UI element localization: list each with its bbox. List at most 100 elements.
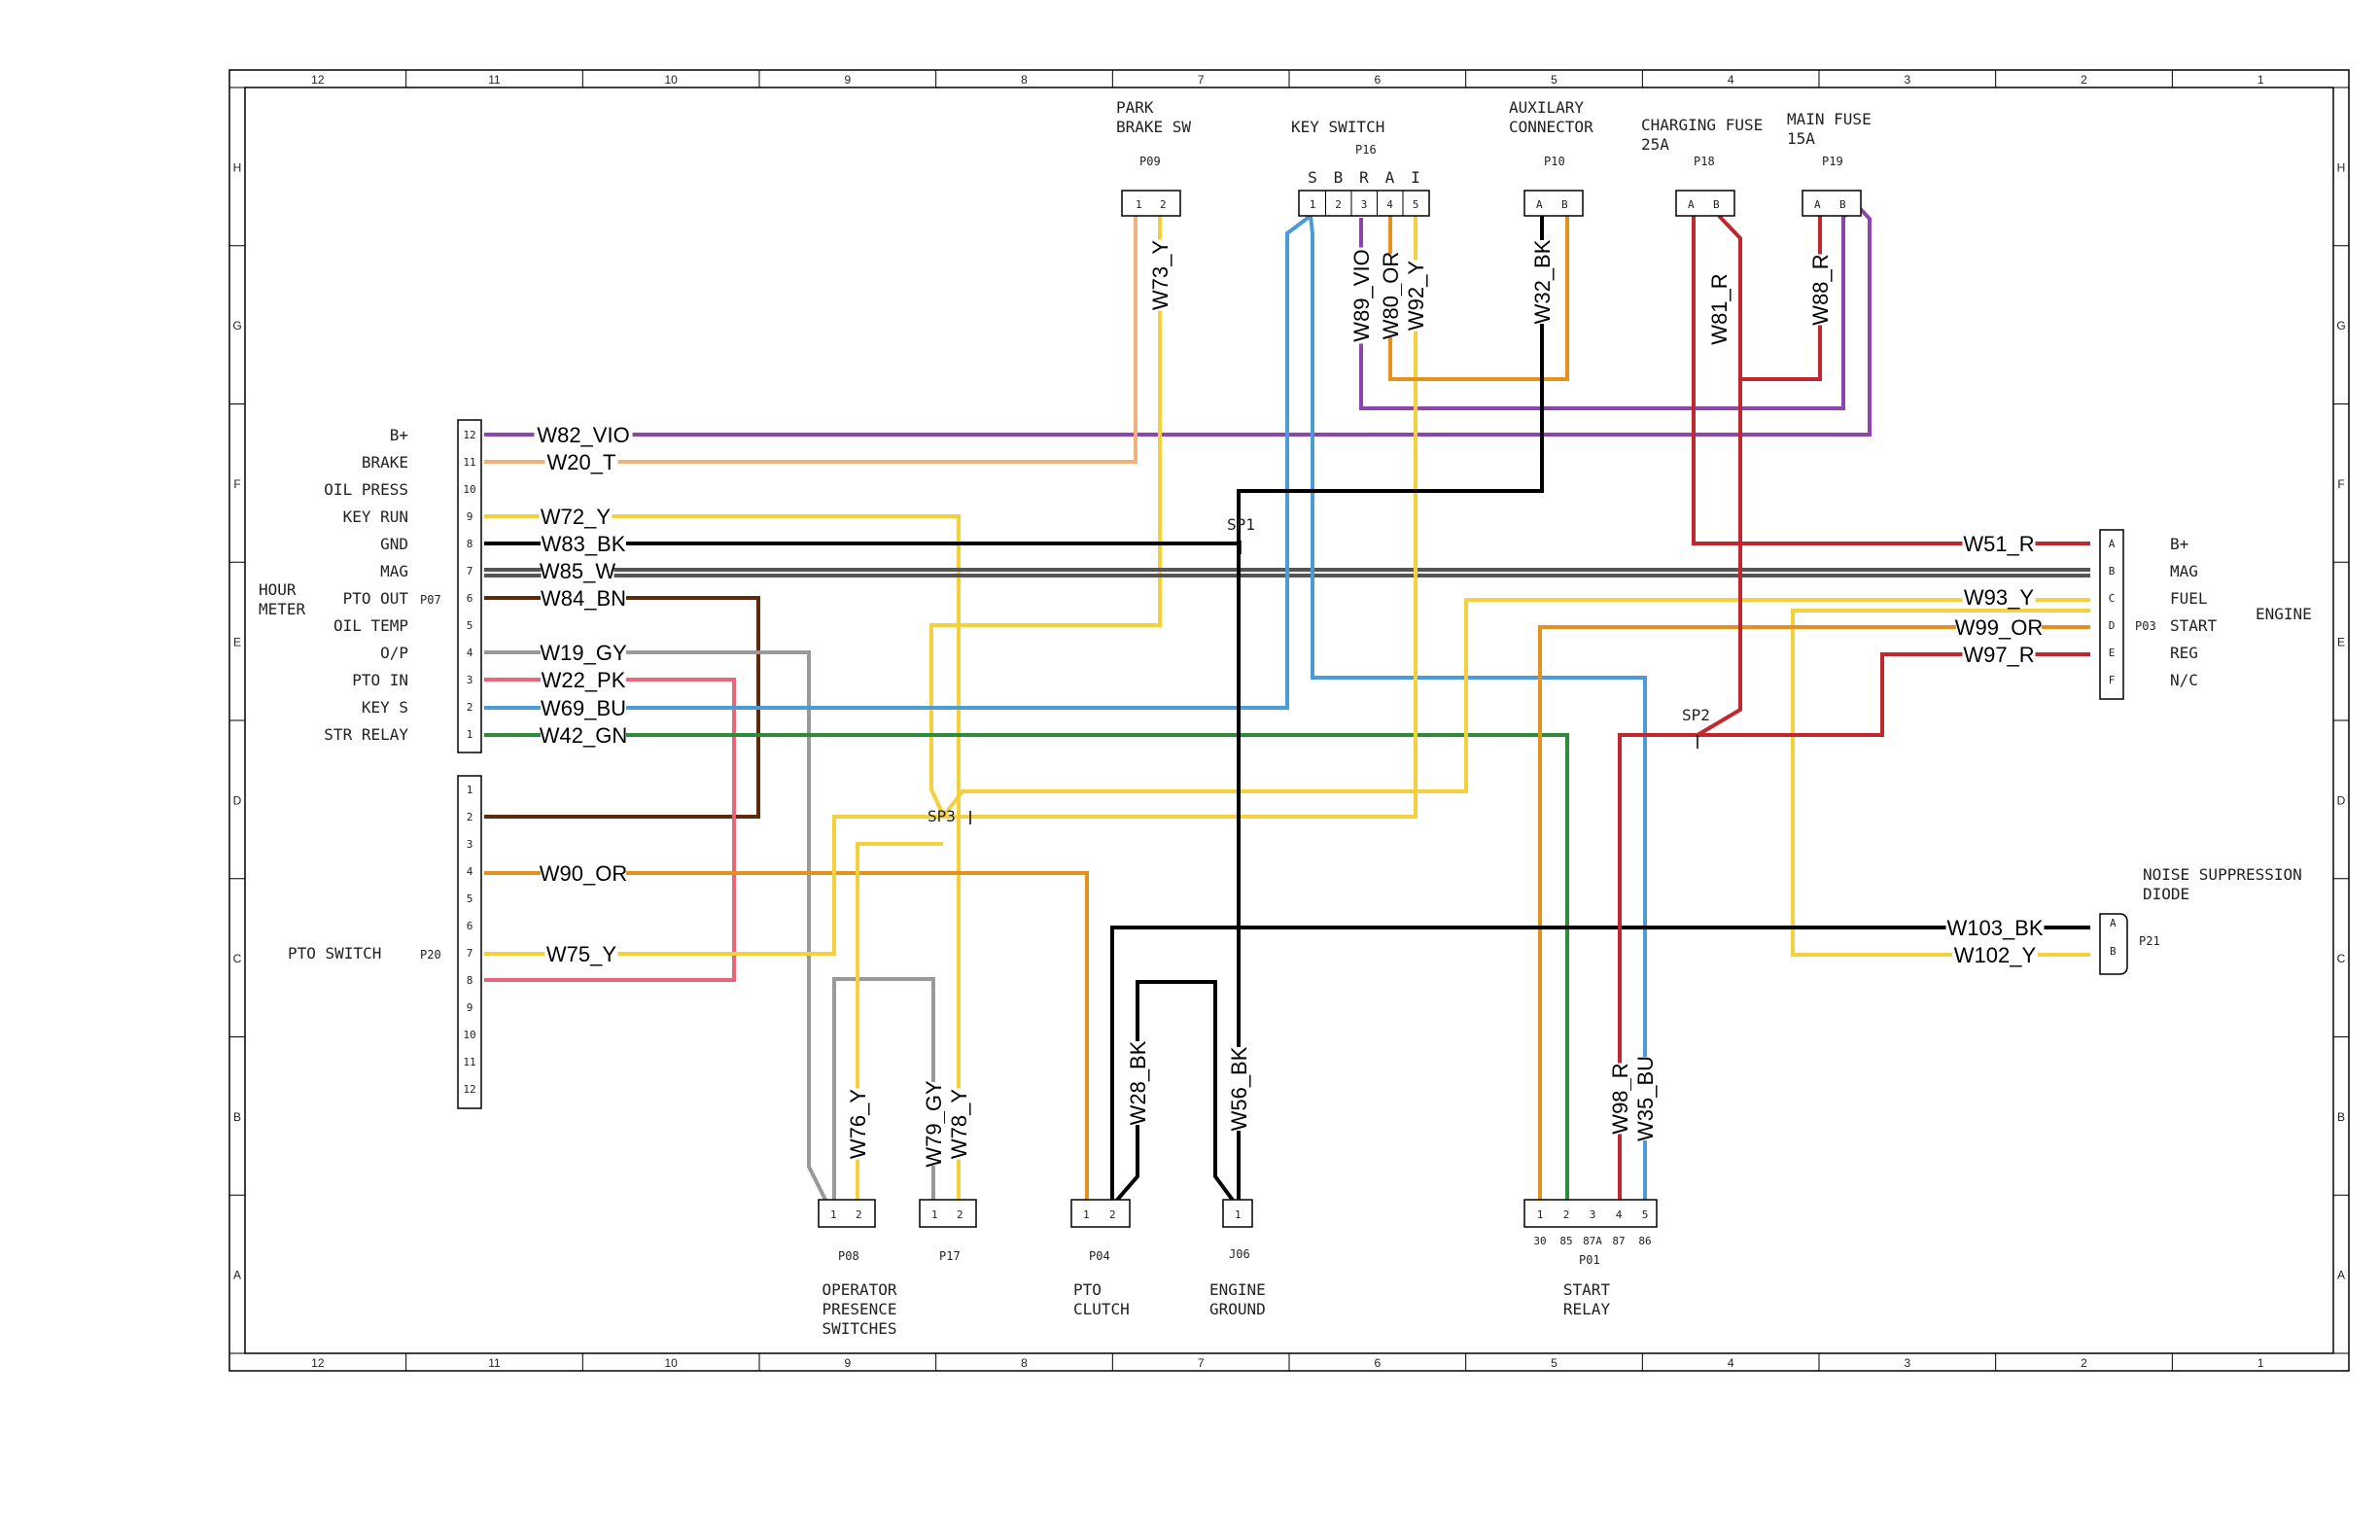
frame-col-top-3: 3 [1904,73,1910,87]
hour-meter-pin-5: 5 [467,619,473,632]
pto-clutch-ref: P04 [1089,1249,1110,1263]
start-relay-title-2: RELAY [1563,1300,1611,1318]
frame-row-left-G: G [232,319,241,332]
wire-label-w35: W35_BU [1633,1056,1658,1141]
hour-meter-label-3: PTO IN [352,671,408,689]
engine-label-C: FUEL [2170,589,2208,608]
hour-meter-label-4: O/P [380,644,408,662]
wire-label-w103: W103_BK [1946,916,2043,940]
op-sw2-pin-1: 1 [931,1208,938,1221]
engine-label-D: START [2170,616,2218,635]
frame-row-right-H: H [2337,160,2346,174]
hour-meter-label-11: BRAKE [362,453,408,472]
start-relay-terminal-85: 85 [1559,1235,1572,1247]
hour-meter-pin-12: 12 [463,429,475,441]
frame-col-bottom-12: 12 [311,1356,325,1370]
splice-sp2: SP2 [1682,706,1710,724]
frame-row-right-G: G [2336,319,2345,332]
main-fuse-ref: P19 [1822,155,1843,168]
hour-meter-pin-4: 4 [467,647,473,659]
op-sw-title-2: PRESENCE [822,1300,896,1318]
frame-row-left-B: B [233,1110,241,1124]
frame-col-top-12: 12 [311,73,325,87]
frame-col-bottom-2: 2 [2081,1356,2087,1370]
wire-label-w83: W83_BK [542,532,626,556]
frame-col-top-11: 11 [488,73,501,87]
diode-ref: P21 [2139,934,2160,948]
frame-row-left-D: D [233,793,242,807]
engine-label-B: MAG [2170,562,2198,580]
diode-pin-a: A [2110,917,2117,929]
pto-clutch-pin-2: 2 [1109,1208,1116,1221]
hour-meter-label-6: PTO OUT [343,589,409,608]
main-fuse-connector: A B MAIN FUSE 15A P19 [1787,110,1872,217]
hour-meter-pin-2: 2 [467,701,473,714]
engine-pin-B: B [2109,565,2116,578]
diode-pin-b: B [2110,945,2117,958]
pto-switch-pin-9: 9 [467,1001,473,1014]
start-relay-terminal-87: 87 [1612,1235,1625,1247]
aux-ref: P10 [1544,155,1565,168]
main-fuse-pin-b: B [1839,198,1846,211]
operator-switches-connectors: 1 2 1 2 P08 P17 OPERATOR PRESENCE SWITCH… [818,1199,977,1338]
key-switch-ref: P16 [1355,143,1377,157]
hour-meter-title-1: HOUR [259,580,297,599]
engine-pin-D: D [2109,619,2116,632]
wire-label-w82: W82_VIO [537,423,629,447]
hour-meter-label-2: KEY S [362,698,408,717]
engine-pin-E: E [2109,647,2116,659]
hour-meter-pin-6: 6 [467,592,473,605]
hour-meter-label-12: B+ [390,426,408,444]
start-relay-pin-2: 2 [1563,1208,1570,1221]
frame-col-top-1: 1 [2258,73,2264,87]
wire-label-w92: W92_Y [1404,261,1428,331]
pto-switch-ref: P20 [420,948,441,962]
key-switch-letter-B: B [1334,168,1344,187]
diode-connector: A B NOISE SUPPRESSION DIODE P21 [2099,865,2302,975]
frame-col-bottom-4: 4 [1728,1356,1734,1370]
frame-col-bottom-3: 3 [1904,1356,1910,1370]
engine-ground-title-1: ENGINE [1209,1280,1266,1299]
frame-col-top-7: 7 [1198,73,1205,87]
hour-meter-ref: P07 [420,593,441,607]
wire-label-w75: W75_Y [546,942,616,966]
wire-label-w98: W98_R [1608,1063,1632,1134]
key-switch-pin-1: 1 [1310,198,1316,211]
start-relay-pin-4: 4 [1616,1208,1623,1221]
wire-labels: W82_VIOW20_TW72_YW83_BKW85_WW84_BNW19_GY… [534,239,2045,1168]
wire-label-w56: W56_BK [1227,1046,1251,1131]
frame-row-left-E: E [233,636,241,649]
park-brake-title-2: BRAKE SW [1116,118,1191,136]
frame-col-top-2: 2 [2081,73,2087,87]
charging-fuse-title-2: 25A [1641,135,1669,154]
hour-meter-label-1: STR RELAY [324,725,408,744]
pto-switch-pin-8: 8 [467,974,473,987]
pto-switch-title: PTO SWITCH [288,944,381,962]
wire-label-w89: W89_VIO [1349,249,1374,341]
engine-title: ENGINE [2256,605,2312,623]
frame-col-bottom-7: 7 [1198,1356,1205,1370]
engine-label-F: N/C [2170,671,2198,689]
main-fuse-title-2: 15A [1787,129,1815,148]
key-switch-letter-S: S [1308,168,1317,187]
op-sw-title-3: SWITCHES [822,1319,896,1338]
frame-row-right-D: D [2337,793,2346,807]
pto-clutch-title-1: PTO [1073,1280,1102,1299]
aux-title-2: CONNECTOR [1509,118,1593,136]
engine-ref: P03 [2135,619,2156,633]
hour-meter-pin-9: 9 [467,510,473,523]
wire-label-w81: W81_R [1707,273,1732,344]
wire-label-w19: W19_GY [540,641,627,665]
aux-title-1: AUXILARY [1509,98,1584,117]
frame-col-bottom-10: 10 [664,1356,678,1370]
pto-switch-pin-4: 4 [467,865,473,878]
aux-connector: A B AUXILARY CONNECTOR P10 [1509,98,1593,217]
wire-label-w79: W79_GY [922,1080,946,1168]
park-brake-ref: P09 [1139,155,1161,168]
pto-clutch-pin-1: 1 [1083,1208,1090,1221]
op-sw1-pin-2: 2 [856,1208,862,1221]
frame-col-bottom-1: 1 [2258,1356,2264,1370]
